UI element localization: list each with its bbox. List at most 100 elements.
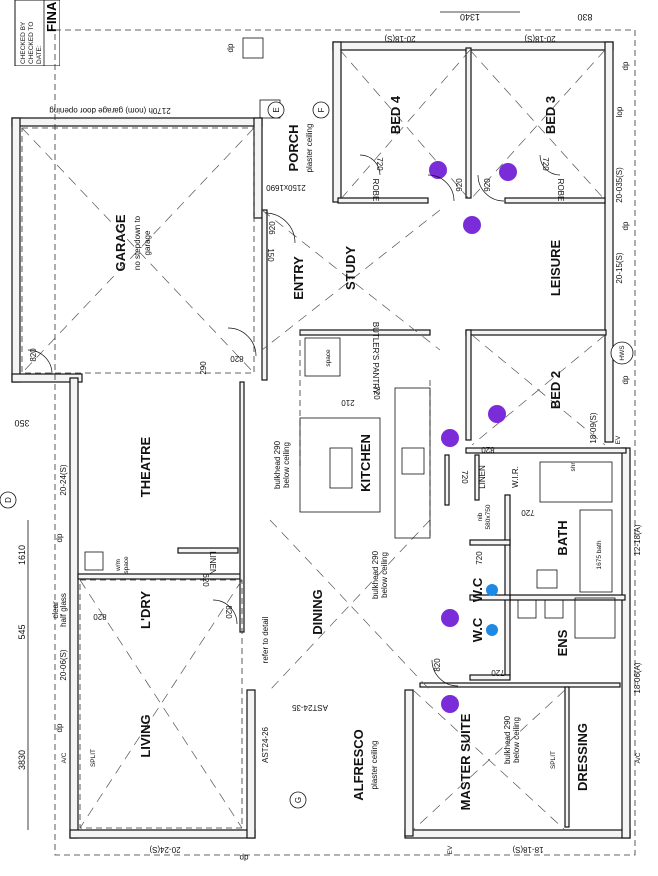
window-codes: 20-18(S) 20-18(S) 20-035(S) 20-15(S) 18-…	[59, 34, 642, 854]
smoke-detectors	[429, 161, 517, 713]
room-label-alfresco: ALFRESCO	[351, 729, 366, 801]
smoke-detector-icon	[441, 609, 459, 627]
downpipe-marker: dp	[226, 43, 235, 52]
dim-720g: 720	[372, 386, 381, 400]
room-label-leisure: LEISURE	[548, 240, 563, 297]
hws-icon	[610, 341, 634, 365]
clear-glass-note-1: clear	[51, 601, 60, 619]
title-line-3: DATE:	[36, 45, 43, 64]
toilet-1-icon	[486, 584, 498, 596]
window-code-6: 12-18(A)	[633, 524, 642, 555]
vanity-3	[544, 599, 564, 619]
room-label-bed2: BED 2	[548, 371, 563, 409]
dim-3830: 3830	[17, 750, 27, 770]
dim-210: 210	[341, 398, 355, 407]
dim-door-720f: 720	[491, 668, 505, 677]
room-label-entry: ENTRY	[291, 256, 306, 300]
shower-2	[574, 597, 616, 639]
door-swings	[27, 154, 561, 687]
vanity-1	[536, 569, 558, 589]
section-marker-d	[0, 491, 17, 509]
bulkhead-note-a1: bulkhead 290	[273, 440, 282, 489]
window-code-1: 20-18(S)	[384, 34, 415, 43]
smoke-detector-icon	[463, 216, 481, 234]
fridge-space-note: space	[325, 349, 332, 367]
markers: dp dp dp dp dp dp dp EV EV lop E F G D	[0, 43, 630, 862]
dim-door-820f: 820	[433, 658, 442, 672]
room-label-ens: ENS	[555, 629, 570, 656]
dim-350: 350	[14, 418, 29, 428]
room-label-dining: DINING	[310, 589, 325, 635]
room-label-dressing: DRESSING	[575, 723, 590, 791]
garage-note-2: garage	[143, 230, 152, 255]
split-1: SPLIT	[90, 749, 97, 767]
downpipe-marker: dp	[55, 723, 64, 732]
section-marker-e	[267, 101, 285, 119]
room-label-linen-mid: LINEN	[478, 465, 487, 489]
smoke-detector-icon	[429, 161, 447, 179]
room-label-theatre: THEATRE	[138, 436, 153, 497]
bulkhead-note-c2: below ceiling	[512, 717, 521, 763]
room-label-bath: BATH	[555, 520, 570, 555]
room-label-bed3: BED 3	[543, 96, 558, 134]
split-2: SPLIT	[550, 751, 557, 769]
window-code-9: 20-24(S)	[149, 845, 180, 854]
porch-note: plaster ceiling	[305, 124, 314, 173]
dim-door-820b: 820	[230, 354, 244, 363]
cooktop	[401, 447, 425, 475]
ceiling-lines	[21, 29, 636, 856]
dim-door-720b: 720	[541, 157, 550, 171]
downpipe-marker: dp	[621, 375, 630, 384]
ev-marker: EV	[615, 435, 622, 444]
kitchen-island	[299, 417, 381, 513]
ac-2: A/C	[635, 752, 642, 763]
walls	[11, 41, 631, 839]
laundry-trough	[84, 551, 104, 571]
section-marker-g-label: G	[294, 797, 303, 803]
nib-label: nib	[477, 512, 484, 521]
dim-door-820e: 820	[481, 445, 495, 454]
alfresco-ast-2: AST24-26	[261, 726, 270, 763]
room-label-robe-1: ROBE	[371, 179, 380, 202]
section-marker-g	[289, 791, 307, 809]
room-label-study: STUDY	[343, 246, 358, 290]
window-code-2: 20-18(S)	[524, 34, 555, 43]
notes: 2170h (nom) garage door opening bulkhead…	[49, 106, 642, 769]
dim-830: 830	[577, 12, 592, 22]
ac-1: A/C	[61, 752, 68, 763]
fridge-space	[304, 337, 341, 377]
corner-post	[242, 37, 264, 59]
section-marker-d-label: D	[4, 497, 13, 503]
dimensions: 1340 830 1610 545 3830 350 920 920 920 8…	[14, 11, 593, 830]
window-code-8: 18-18(S)	[512, 845, 543, 854]
room-label-porch: PORCH	[286, 125, 301, 172]
section-marker-f-label: F	[317, 107, 326, 112]
bath-tub	[579, 509, 613, 593]
alfresco-ast-1: AST24-35	[291, 703, 328, 712]
dim-150: 150	[266, 248, 275, 262]
dim-door-820d: 820	[224, 605, 233, 619]
room-labels: GARAGE no stepdown to garage PORCH plast…	[113, 95, 590, 810]
smoke-detector-icon	[441, 429, 459, 447]
dim-545: 545	[17, 624, 27, 639]
room-label-wc-1: W.C	[470, 577, 485, 602]
garage-note-1: no stepdown to	[133, 215, 142, 270]
dim-door-720a: 720	[375, 157, 384, 171]
bulkhead-note-b1: bulkhead 290	[371, 550, 380, 599]
bath-size-label: 1675 bath	[596, 540, 603, 569]
window-code-4: 20-15(S)	[615, 252, 624, 283]
title-block: FINA CHECKED BY CHECKED TO DATE:	[0, 0, 61, 67]
garage-door-note: 2170h (nom) garage door opening	[49, 106, 170, 115]
kitchen-bench	[394, 387, 431, 539]
window-code-5: 18-09(S)	[589, 412, 598, 443]
title-heading: FINA	[44, 1, 59, 32]
dim-1610: 1610	[17, 545, 27, 565]
dim-290: 290	[199, 361, 208, 375]
bulkhead-note-b2: below ceiling	[380, 552, 389, 598]
room-label-linen-top: LINEN	[208, 551, 217, 575]
ev-marker: EV	[447, 845, 454, 854]
dim-door-620: 620	[201, 573, 210, 587]
title-block-graphic: FINA CHECKED BY CHECKED TO DATE:	[14, 0, 61, 67]
hws-label: HWS	[619, 345, 626, 361]
